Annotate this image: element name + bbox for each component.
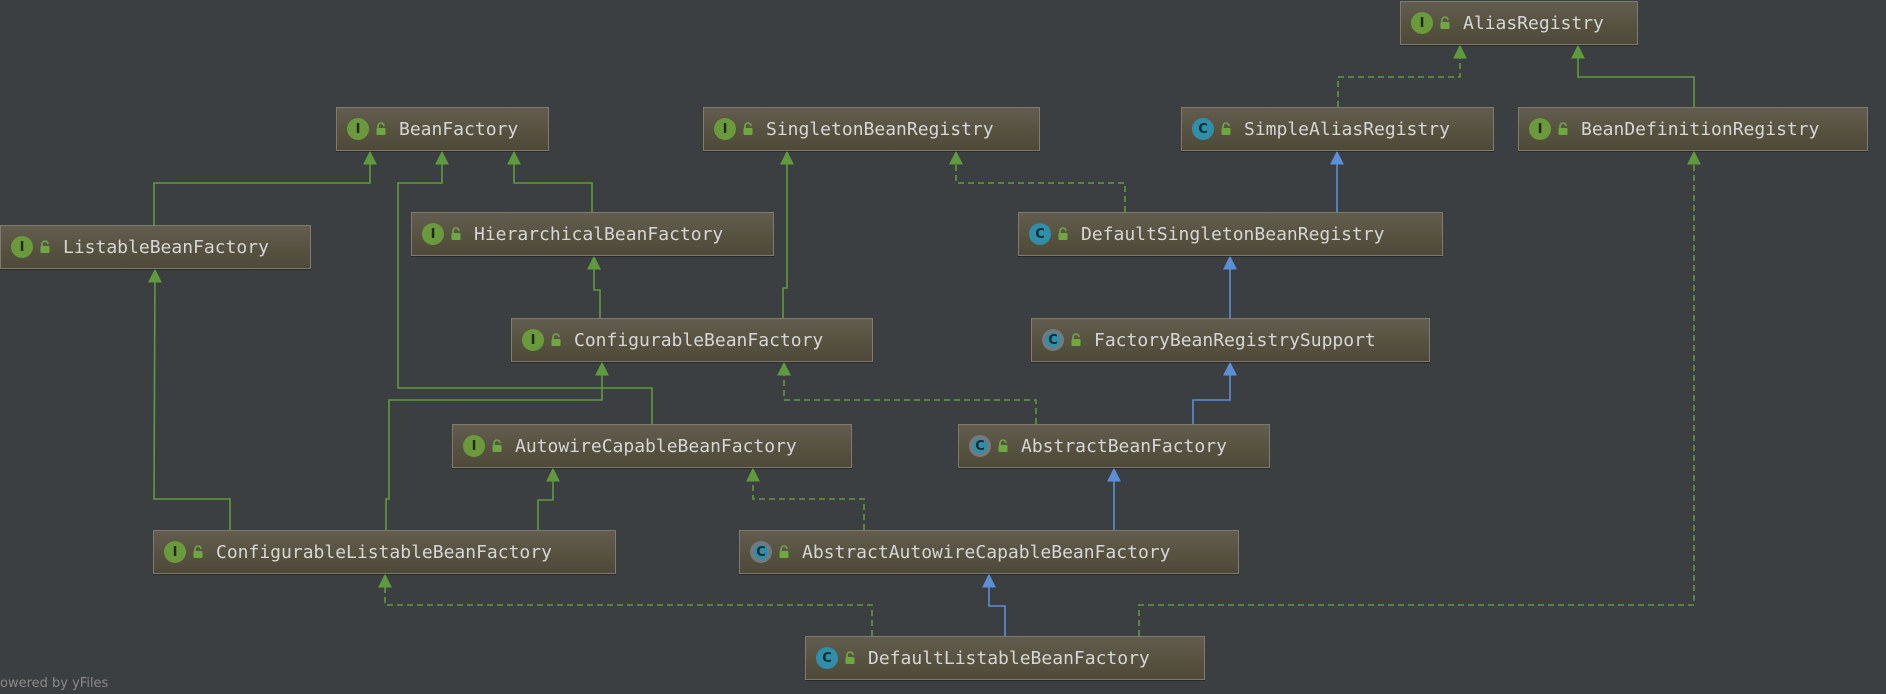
edge-defaultsingletonbeanregistry-to-singletonbeanregistry bbox=[949, 150, 1126, 212]
public-visibility-icon bbox=[376, 122, 386, 135]
node-factory-bean-registry-support[interactable]: C FactoryBeanRegistrySupport bbox=[1031, 318, 1430, 362]
public-visibility-icon bbox=[492, 439, 502, 452]
node-label: SimpleAliasRegistry bbox=[1244, 118, 1450, 140]
interface-icon: I bbox=[11, 236, 33, 258]
node-default-listable-bean-factory[interactable]: C DefaultListableBeanFactory bbox=[805, 636, 1205, 680]
node-singleton-bean-registry[interactable]: I SingletonBeanRegistry bbox=[703, 107, 1040, 151]
edge-configurablelistablebeanfactory-to-autowirecapablebeanfactory bbox=[537, 467, 560, 530]
node-label: AbstractBeanFactory bbox=[1021, 435, 1227, 457]
public-visibility-icon bbox=[451, 227, 461, 240]
interface-icon: I bbox=[164, 541, 186, 563]
node-configurable-listable-bean-factory[interactable]: I ConfigurableListableBeanFactory bbox=[153, 530, 616, 574]
public-visibility-icon bbox=[1058, 227, 1068, 240]
edge-listablebeanfactory-to-beanfactory bbox=[153, 150, 377, 225]
node-label: DefaultSingletonBeanRegistry bbox=[1081, 223, 1385, 245]
edge-configurablebeanfactory-to-singletonbeanregistry bbox=[780, 150, 794, 318]
edge-simplealiasregistry-to-aliasregistry bbox=[1337, 44, 1467, 107]
node-default-singleton-bean-registry[interactable]: C DefaultSingletonBeanRegistry bbox=[1018, 212, 1443, 256]
node-autowire-capable-bean-factory[interactable]: I AutowireCapableBeanFactory bbox=[452, 424, 852, 468]
node-alias-registry[interactable]: I AliasRegistry bbox=[1400, 1, 1638, 45]
node-label: ConfigurableListableBeanFactory bbox=[216, 541, 552, 563]
public-visibility-icon bbox=[40, 240, 50, 253]
edge-autowirecapablebeanfactory-to-beanfactory bbox=[397, 150, 653, 424]
node-label: AbstractAutowireCapableBeanFactory bbox=[802, 541, 1171, 563]
public-visibility-icon bbox=[845, 651, 855, 664]
node-label: AutowireCapableBeanFactory bbox=[515, 435, 797, 457]
public-visibility-icon bbox=[779, 545, 789, 558]
yfiles-credit: owered by yFiles bbox=[0, 676, 109, 691]
interface-icon: I bbox=[714, 118, 736, 140]
node-listable-bean-factory[interactable]: I ListableBeanFactory bbox=[0, 225, 311, 269]
node-simple-alias-registry[interactable]: C SimpleAliasRegistry bbox=[1181, 107, 1494, 151]
node-hierarchical-bean-factory[interactable]: I HierarchicalBeanFactory bbox=[411, 212, 774, 256]
class-icon: C bbox=[816, 647, 838, 669]
node-label: BeanDefinitionRegistry bbox=[1581, 118, 1820, 140]
node-bean-factory[interactable]: I BeanFactory bbox=[336, 107, 549, 151]
public-visibility-icon bbox=[743, 122, 753, 135]
edge-abstractautowirecapablebeanfactory-to-autowirecapablebeanfactory bbox=[746, 467, 865, 530]
interface-icon: I bbox=[1411, 12, 1433, 34]
public-visibility-icon bbox=[1558, 122, 1568, 135]
edge-abstractbeanfactory-to-factorybeanregistrysupport bbox=[1192, 361, 1237, 424]
edge-defaultlistablebeanfactory-to-abstractautowirecapablebeanfactory bbox=[982, 573, 1006, 636]
class-icon: C bbox=[1192, 118, 1214, 140]
edge-defaultlistablebeanfactory-to-configurablelistablebeanfactory bbox=[378, 573, 873, 636]
abstract-class-icon: C bbox=[1042, 329, 1064, 351]
public-visibility-icon bbox=[998, 439, 1008, 452]
interface-icon: I bbox=[522, 329, 544, 351]
node-label: SingletonBeanRegistry bbox=[766, 118, 994, 140]
node-label: AliasRegistry bbox=[1463, 12, 1604, 34]
edge-abstractbeanfactory-to-configurablebeanfactory bbox=[777, 361, 1037, 424]
node-label: ConfigurableBeanFactory bbox=[574, 329, 824, 351]
node-label: ListableBeanFactory bbox=[63, 236, 269, 258]
abstract-class-icon: C bbox=[969, 435, 991, 457]
public-visibility-icon bbox=[1071, 333, 1081, 346]
edge-configurablebeanfactory-to-hierarchicalbeanfactory bbox=[587, 255, 601, 318]
abstract-class-icon: C bbox=[750, 541, 772, 563]
public-visibility-icon bbox=[551, 333, 561, 346]
public-visibility-icon bbox=[1221, 122, 1231, 135]
node-abstract-autowire-capable-bean-factory[interactable]: C AbstractAutowireCapableBeanFactory bbox=[739, 530, 1239, 574]
class-icon: C bbox=[1029, 223, 1051, 245]
node-label: HierarchicalBeanFactory bbox=[474, 223, 724, 245]
public-visibility-icon bbox=[193, 545, 203, 558]
edge-hierarchicalbeanfactory-to-beanfactory bbox=[507, 150, 593, 212]
edge-configurablelistablebeanfactory-to-listablebeanfactory bbox=[147, 268, 231, 530]
node-configurable-bean-factory[interactable]: I ConfigurableBeanFactory bbox=[511, 318, 873, 362]
node-label: FactoryBeanRegistrySupport bbox=[1094, 329, 1376, 351]
public-visibility-icon bbox=[1440, 16, 1450, 29]
interface-icon: I bbox=[422, 223, 444, 245]
interface-icon: I bbox=[347, 118, 369, 140]
node-abstract-bean-factory[interactable]: C AbstractBeanFactory bbox=[958, 424, 1270, 468]
edge-beandefinitionregistry-to-aliasregistry bbox=[1571, 44, 1695, 107]
node-label: DefaultListableBeanFactory bbox=[868, 647, 1150, 669]
interface-icon: I bbox=[463, 435, 485, 457]
node-bean-definition-registry[interactable]: I BeanDefinitionRegistry bbox=[1518, 107, 1868, 151]
node-label: BeanFactory bbox=[399, 118, 519, 140]
interface-icon: I bbox=[1529, 118, 1551, 140]
